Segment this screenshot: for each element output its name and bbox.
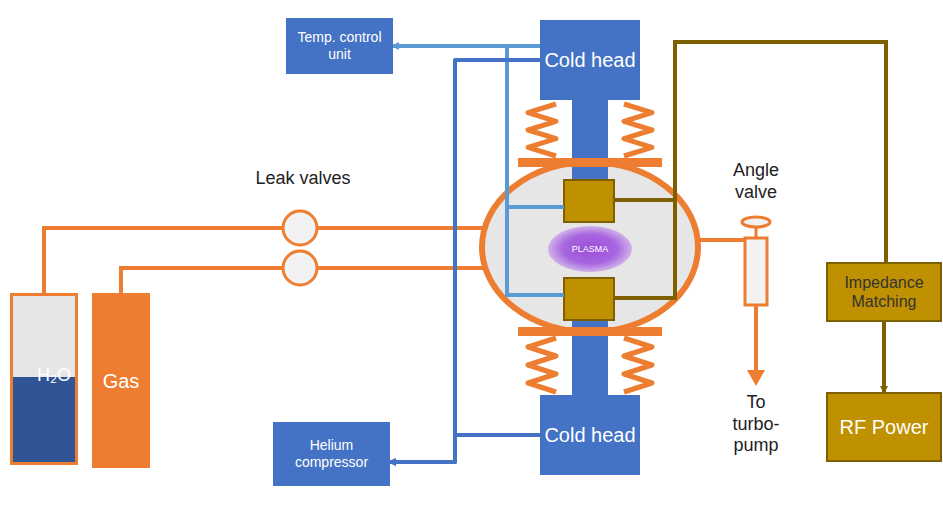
pump-line: [754, 305, 758, 372]
node-text: Impedance Matching: [832, 273, 936, 311]
connector: [882, 322, 886, 392]
cold-head-box: Cold head: [540, 20, 640, 100]
plasma-glow: PLASMA: [548, 226, 632, 272]
impedance-box: Impedance Matching: [826, 262, 942, 322]
connector: [390, 60, 540, 462]
valve-label: Angle valve: [719, 160, 793, 203]
compressor-box: Helium compressor: [273, 422, 390, 486]
outlet-label: To turbo- pump: [725, 392, 787, 457]
node-text: PLASMA: [572, 244, 609, 255]
sensor-wire: [507, 205, 564, 209]
arrow-head: [747, 370, 765, 386]
angle-valve-body: [745, 238, 767, 305]
gas-cylinder: Gas: [92, 293, 150, 468]
node-text: Cold head: [544, 48, 635, 72]
flange: [518, 158, 662, 167]
water-vessel: H₂O: [10, 293, 78, 465]
node-text: H₂O: [37, 365, 71, 387]
bellows: [528, 104, 652, 392]
node-text: Cold head: [544, 423, 635, 447]
control-unit-box: Temp. control unit: [286, 18, 393, 74]
cold-head-box: Cold head: [540, 395, 640, 475]
valve-label: Leak valves: [243, 168, 363, 190]
electrode: [564, 278, 614, 320]
node-text: Gas: [103, 369, 140, 393]
node-text: Temp. control unit: [290, 29, 389, 63]
pump-line: [698, 238, 746, 242]
gas-line: [121, 268, 283, 293]
gas-line: [317, 266, 484, 270]
connector: [390, 435, 540, 462]
flange: [518, 327, 662, 336]
node-text: RF Power: [840, 415, 929, 439]
valve-handwheel: [742, 217, 770, 227]
rf-power-box: RF Power: [826, 392, 942, 462]
node-text: Helium compressor: [277, 437, 386, 471]
gas-line: [317, 226, 484, 230]
gas-line: [44, 228, 283, 293]
leak-valve: [283, 251, 317, 285]
connector: [393, 44, 540, 48]
leak-valve: [283, 211, 317, 245]
electrode: [564, 180, 614, 222]
rf-wire: [614, 42, 886, 262]
cold-finger: [572, 100, 608, 182]
vacuum-chamber: [482, 162, 698, 332]
